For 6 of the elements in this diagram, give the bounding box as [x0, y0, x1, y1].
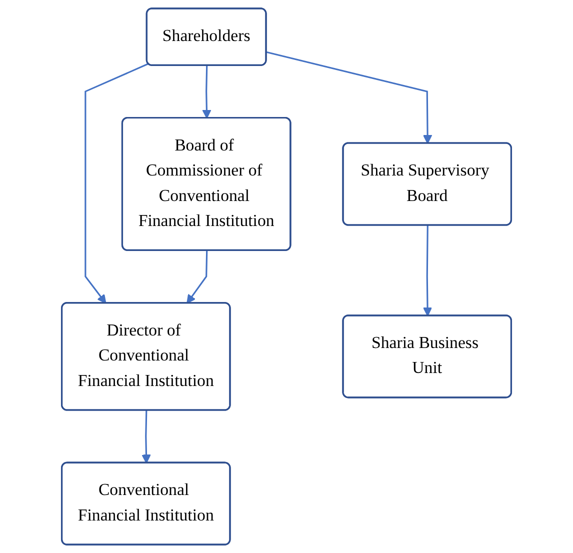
- arrow: [202, 66, 212, 119]
- arrow: [142, 410, 151, 464]
- arrow: [422, 226, 432, 316]
- arrow: [266, 51, 432, 144]
- arrow: [84, 63, 149, 304]
- arrow: [186, 250, 208, 304]
